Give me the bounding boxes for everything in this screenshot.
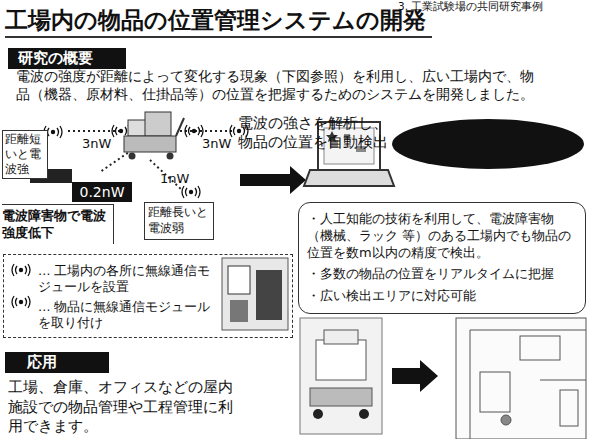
note-box: 距離短いと電波強 xyxy=(2,130,48,179)
node-text: ・人工知能の技術を利用して、電波障害物（機械、ラック 等）のある工場内でも物品の… xyxy=(307,211,577,262)
feature-box: ・人工知能の技術を利用して、電波障害物（機械、ラック 等）のある工場内でも物品の… xyxy=(298,202,586,314)
power-value: 1nW xyxy=(160,171,200,188)
section-tag: 3. 工業試験場の共同研究事例 xyxy=(398,0,588,14)
section-band: 研究の概要 xyxy=(8,48,126,69)
node-text: … 物品に無線通信モジュールを取り付け xyxy=(38,299,212,332)
node-text: … 工場内の各所に無線通信モジュールを設置 xyxy=(38,263,212,296)
node-text: 応用 xyxy=(27,353,109,373)
analysis-caption: 電波の強さを解析し、物品の位置を自動検出 xyxy=(238,114,388,152)
section-band: 応用 xyxy=(5,352,109,373)
power-value: 3nW xyxy=(82,136,122,153)
power-value-box: 0.2nW xyxy=(72,182,132,202)
node-text: 電波障害物で電波強度低下 xyxy=(2,208,113,242)
node-text: 研究の概要 xyxy=(18,49,126,69)
redaction-ellipse xyxy=(392,119,584,169)
node-text: ・広い検出エリアに対応可能 xyxy=(307,288,577,305)
node-text: 距離短いと電波強 xyxy=(5,132,45,177)
legend-box: … 工場内の各所に無線通信モジュールを設置… 物品に無線通信モジュールを取り付け xyxy=(3,254,293,338)
summary-text: 電波の強度が距離によって変化する現象（下図参照）を利用し、広い工場内で、物品（機… xyxy=(16,67,541,103)
floor-plan xyxy=(456,318,586,439)
node-text: ・多数の物品の位置をリアルタイムに把握 xyxy=(307,266,577,283)
page-title: 工場内の物品の位置管理システムの開発 xyxy=(5,6,432,38)
power-value: 3nW xyxy=(202,136,242,153)
node-text: 0.2nW xyxy=(80,183,125,201)
cart-photo xyxy=(300,318,382,434)
cart-illustration xyxy=(124,112,184,160)
module-photo xyxy=(222,258,288,330)
node-text: 距離長いと電波弱 xyxy=(148,205,210,236)
result-arrow xyxy=(392,360,438,392)
note-box: 電波障害物で電波強度低下 xyxy=(2,204,114,244)
big-arrow xyxy=(240,166,306,194)
application-text: 工場、倉庫、オフィスなどの屋内施設での物品管理や工程管理に利用できます。 xyxy=(8,378,236,437)
laptop-illustration xyxy=(304,122,394,186)
note-box: 距離長いと電波弱 xyxy=(144,202,214,240)
